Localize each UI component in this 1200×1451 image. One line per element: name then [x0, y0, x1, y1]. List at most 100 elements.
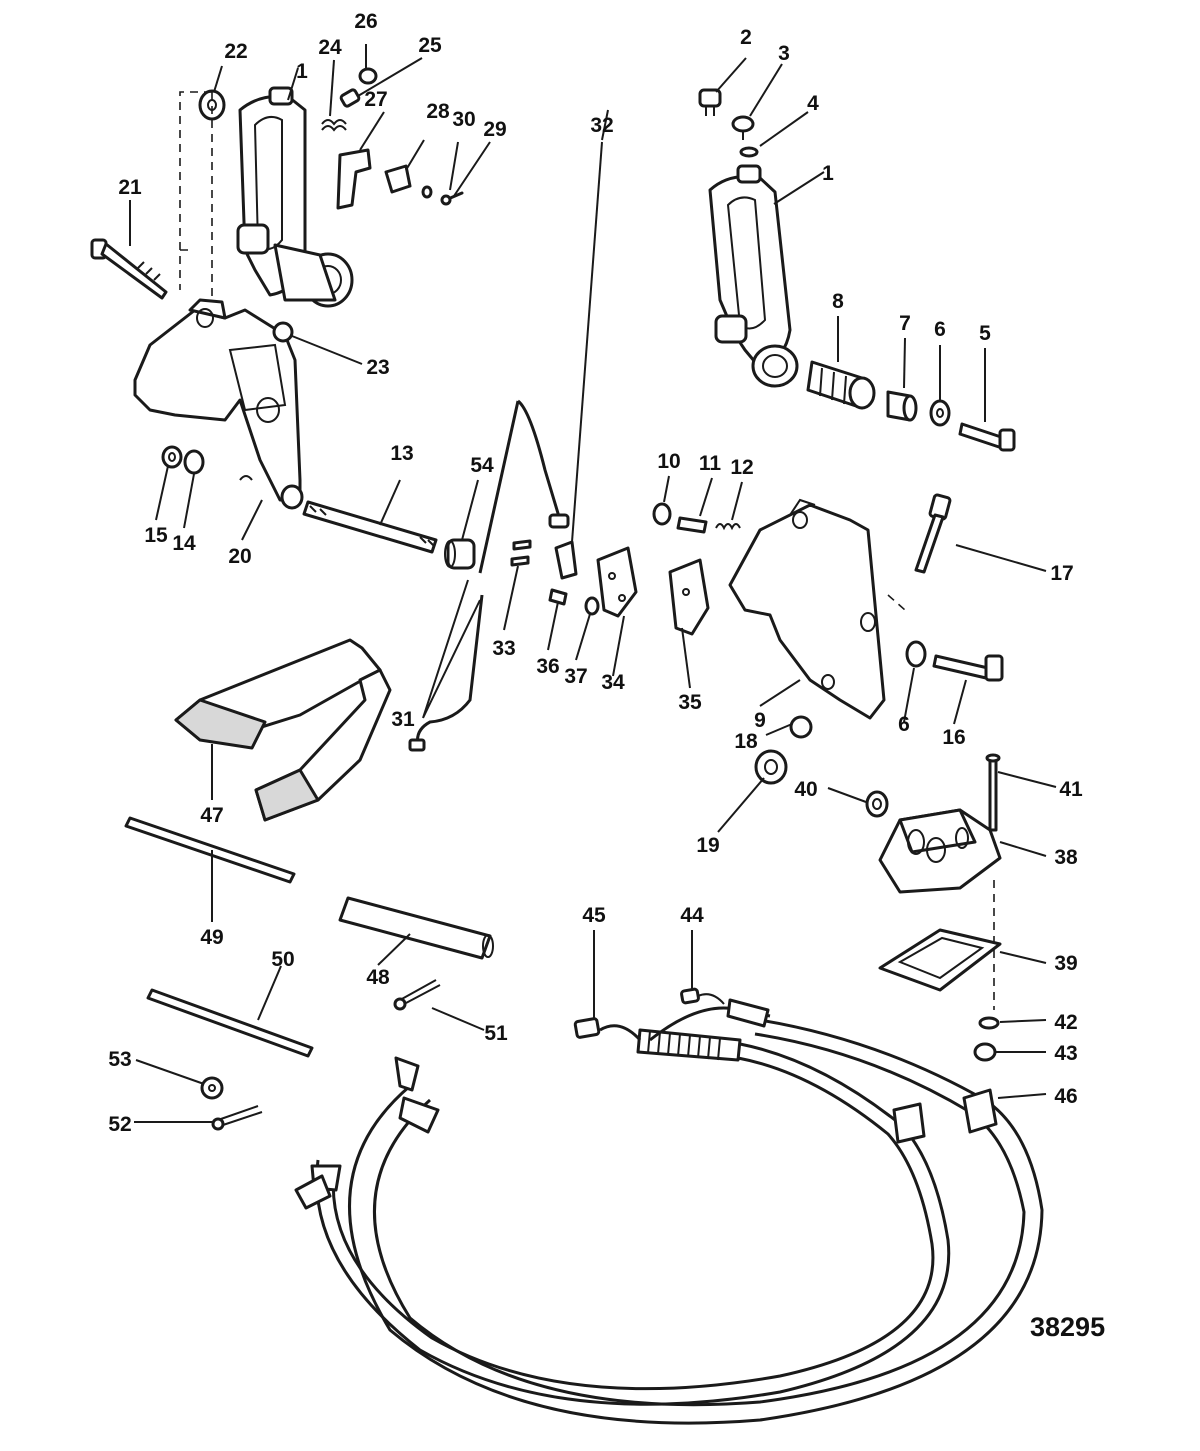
transom-bracket-right: [728, 498, 906, 720]
callout-28: 28: [426, 100, 450, 123]
callout-36: 36: [536, 655, 559, 678]
cotter-pin-52: [211, 1105, 263, 1131]
bracket-27: [336, 148, 372, 210]
callout-46: 46: [1054, 1085, 1077, 1108]
callout-27: 27: [364, 88, 387, 111]
callout-13: 13: [390, 442, 413, 465]
callout-6-top: 6: [934, 318, 946, 341]
callout-42: 42: [1054, 1011, 1077, 1034]
figure-number: 38295: [1030, 1312, 1105, 1342]
callout-38: 38: [1054, 846, 1078, 869]
trim-sender-rod-31: [408, 399, 570, 752]
callout-32: 32: [590, 114, 613, 137]
bushing-7: [886, 390, 918, 422]
callout-20: 20: [228, 545, 251, 568]
bolt-17: [914, 493, 952, 574]
callout-16: 16: [942, 726, 965, 749]
sender-plate-35: [668, 558, 710, 636]
pin-11: [676, 516, 708, 534]
callout-29: 29: [483, 118, 506, 141]
washer-18: [789, 715, 813, 739]
callout-37: 37: [564, 665, 587, 688]
rod-50: [146, 988, 314, 1058]
callout-34: 34: [601, 671, 625, 694]
callout-17: 17: [1050, 562, 1073, 585]
transom-bracket-left: [133, 298, 304, 510]
screw-25: [339, 88, 361, 108]
callout-30: 30: [452, 108, 475, 131]
trim-cylinder-right: [708, 164, 799, 388]
nut-43: [973, 1042, 997, 1062]
callout-51: 51: [484, 1022, 508, 1045]
hose-assembly-46: [294, 998, 1044, 1425]
callout-labels: 22 1 24 26 25 27 28 30 29 21 23 15 14 20…: [108, 10, 1083, 1136]
callout-14: 14: [172, 532, 196, 555]
callout-47: 47: [200, 804, 223, 827]
callout-4: 4: [807, 92, 819, 115]
grommet-40: [865, 790, 889, 818]
washer-42: [978, 1016, 1000, 1030]
spring-24: [321, 119, 347, 132]
trim-cylinder-left: [236, 86, 354, 308]
callout-10: 10: [657, 450, 680, 473]
callout-45: 45: [582, 904, 606, 927]
bolt-21: [90, 238, 168, 300]
nut-15: [161, 445, 183, 469]
callout-43: 43: [1054, 1042, 1077, 1065]
screw-41: [985, 753, 1001, 832]
screw-36: [548, 588, 568, 606]
rod-48: [338, 896, 494, 960]
callout-40: 40: [794, 778, 817, 801]
spacer-54: [444, 538, 476, 570]
callout-15: 15: [144, 524, 168, 547]
callout-39: 39: [1054, 952, 1077, 975]
cotter-pin-51: [393, 979, 441, 1011]
fitting-2: [698, 88, 722, 116]
callout-53: 53: [108, 1048, 131, 1071]
leader-lines: [129, 44, 1057, 1123]
locknut-19: [754, 749, 788, 785]
callout-54: 54: [470, 454, 494, 477]
rod-49: [124, 816, 296, 884]
washer-6-top: [929, 399, 951, 427]
washer-37: [584, 596, 600, 616]
callout-25: 25: [418, 34, 442, 57]
callout-9: 9: [754, 709, 766, 732]
washer-6-bottom: [905, 640, 927, 668]
callout-49: 49: [200, 926, 223, 949]
callout-5: 5: [979, 322, 991, 345]
washer-10: [652, 502, 672, 526]
callout-35: 35: [678, 691, 702, 714]
tube-13: [302, 500, 438, 554]
callout-31: 31: [391, 708, 415, 731]
callout-12: 12: [730, 456, 753, 479]
gasket-39: [878, 928, 1002, 992]
screw-3: [731, 115, 755, 140]
nut-26: [358, 67, 378, 85]
callout-8: 8: [832, 290, 844, 313]
callout-52: 52: [108, 1113, 131, 1136]
callout-7: 7: [899, 312, 911, 335]
sender-plate-34: [596, 546, 638, 618]
callout-18: 18: [734, 730, 758, 753]
spring-12: [715, 523, 741, 531]
callout-41: 41: [1059, 778, 1083, 801]
bolt-5: [958, 422, 1016, 452]
callout-1-right: 1: [822, 162, 834, 185]
callout-26: 26: [354, 10, 377, 33]
washer-14: [183, 449, 205, 475]
callout-22: 22: [224, 40, 247, 63]
callout-19: 19: [696, 834, 719, 857]
callout-3: 3: [778, 42, 790, 65]
fitting-45: [573, 1017, 601, 1039]
callout-2: 2: [740, 26, 752, 49]
callout-23: 23: [366, 356, 389, 379]
callout-24: 24: [318, 36, 342, 59]
washer-4: [739, 146, 759, 158]
screw-33: [510, 539, 532, 567]
bolt-16: [932, 654, 1004, 682]
nut-23: [272, 321, 294, 343]
callout-21: 21: [118, 176, 142, 199]
sleeve-8: [806, 360, 876, 410]
